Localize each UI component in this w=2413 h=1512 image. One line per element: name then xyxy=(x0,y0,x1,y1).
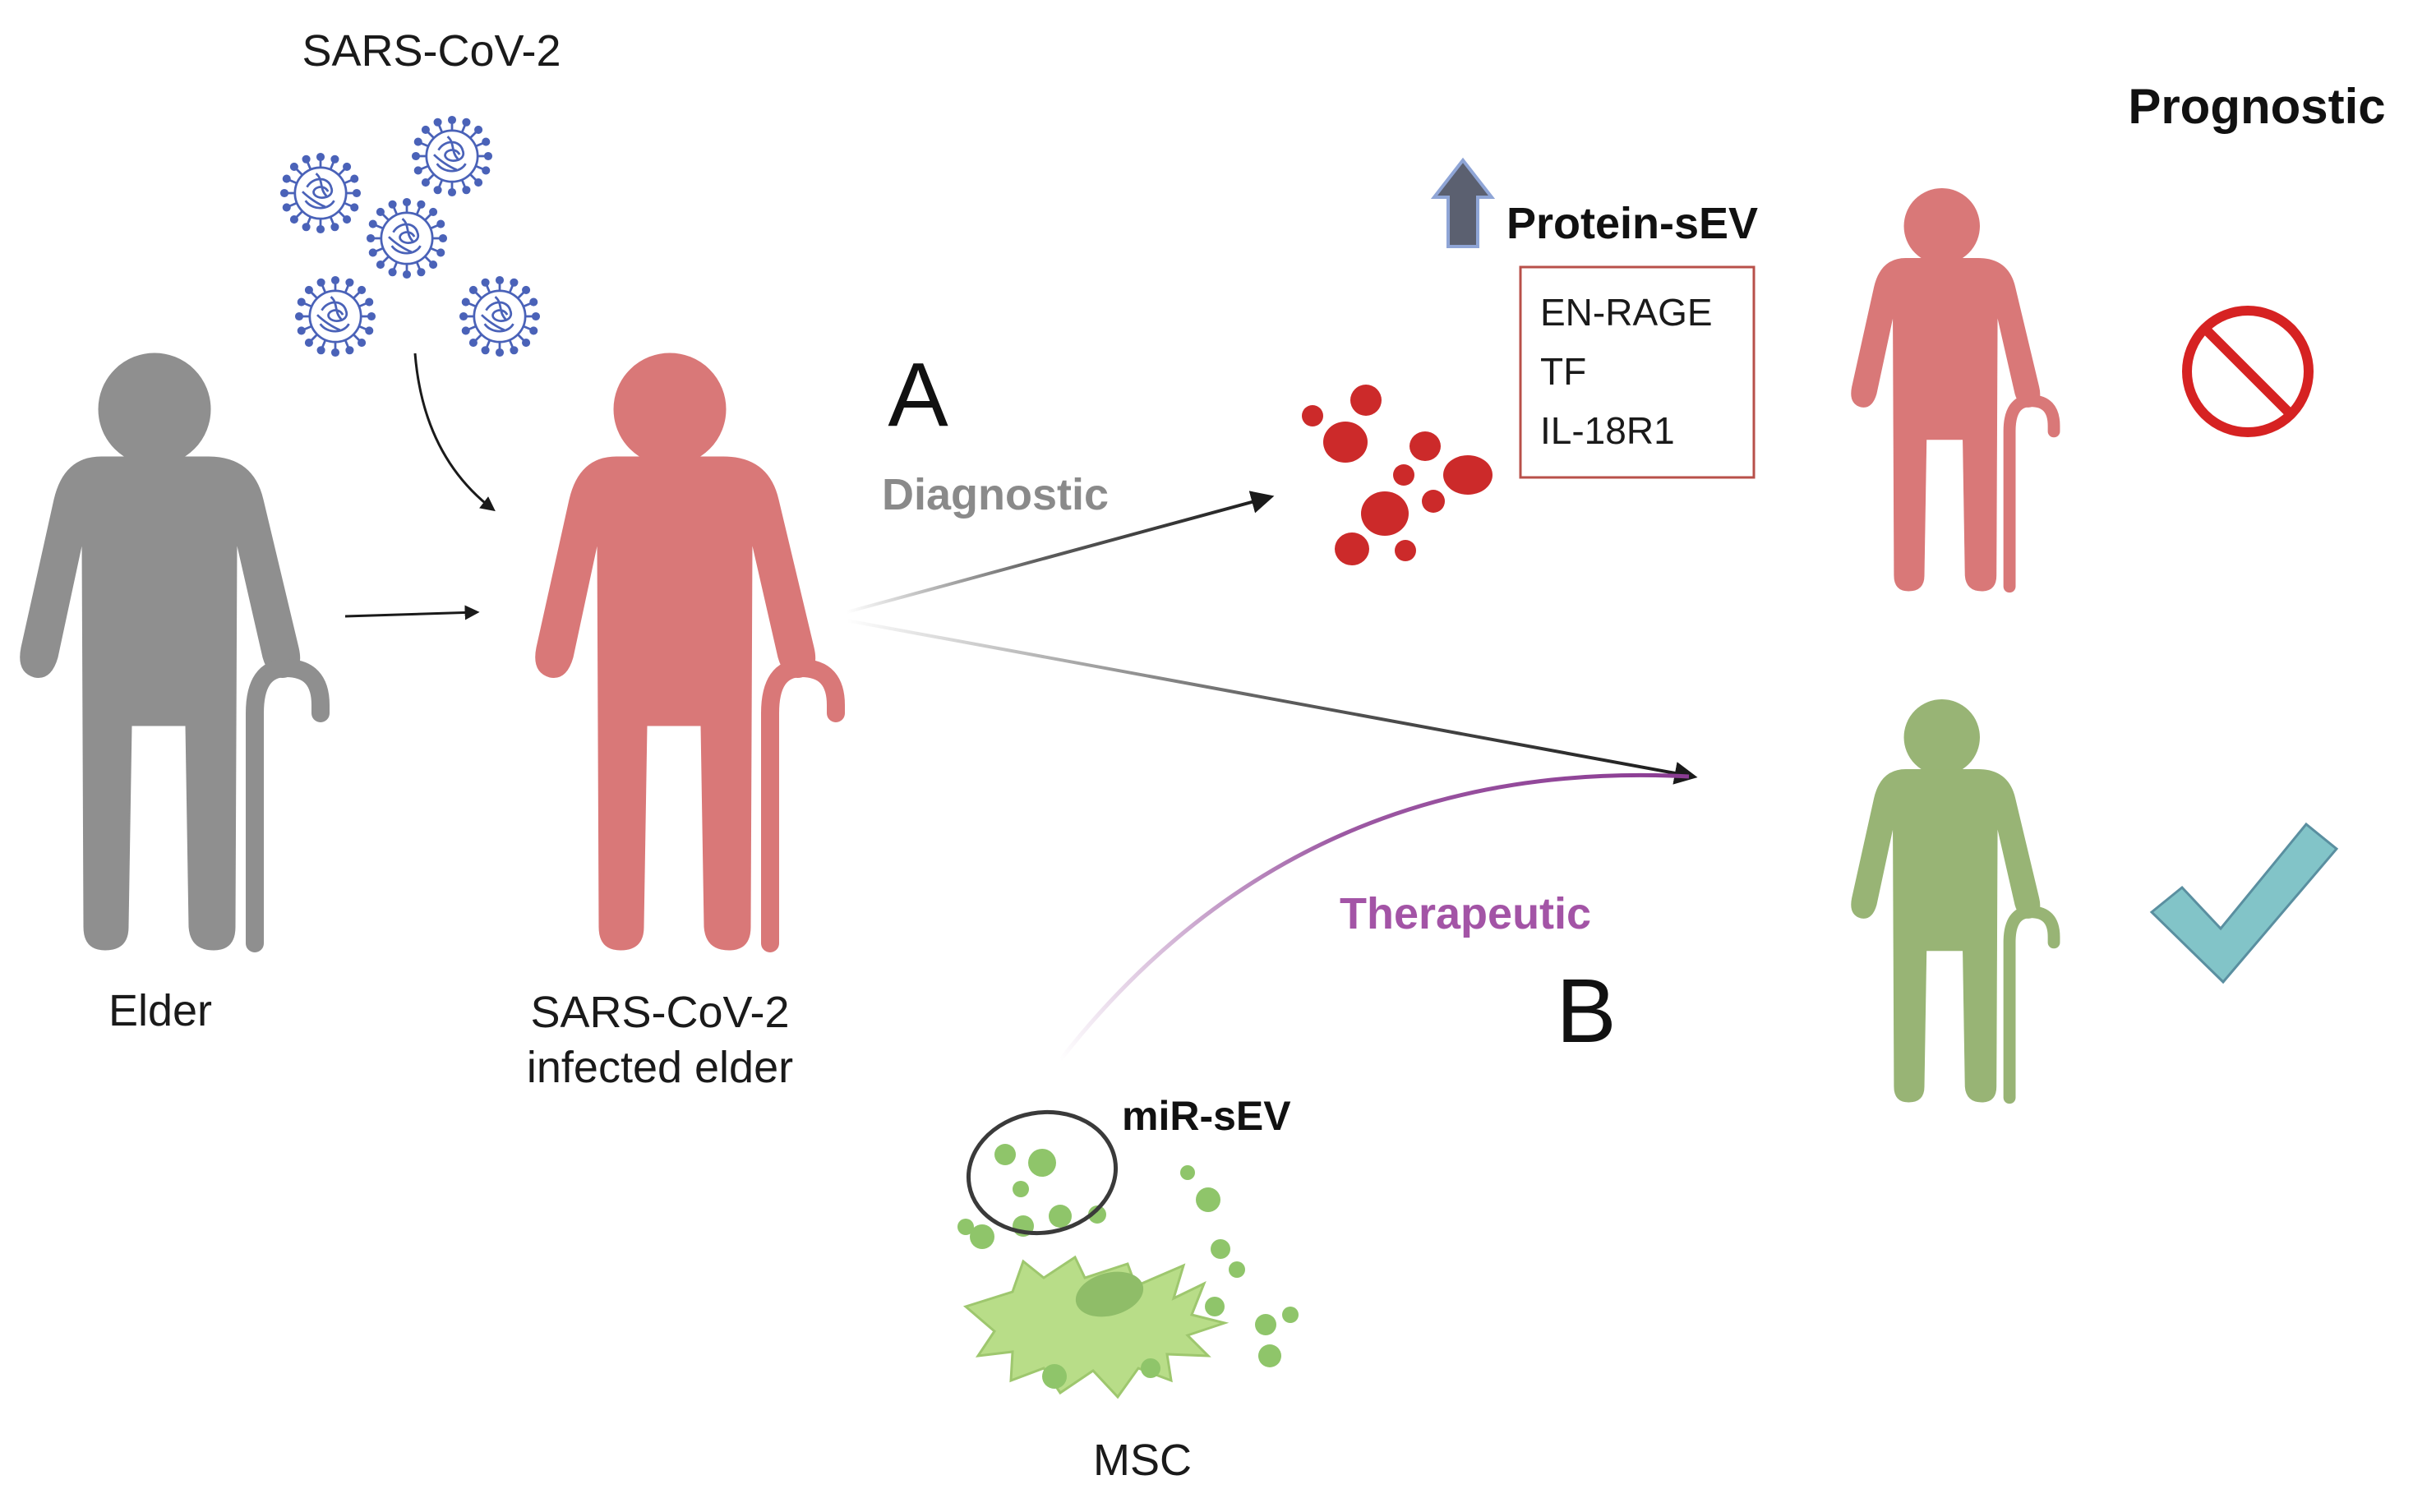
mir-sev-particle xyxy=(1205,1297,1225,1316)
mir-sev-particle xyxy=(1088,1205,1106,1224)
therapeutic-label: Therapeutic xyxy=(1340,889,1591,938)
mir-sev-particle xyxy=(1049,1205,1072,1228)
therapeutic-curve xyxy=(1059,772,1690,1062)
virus-icon xyxy=(279,152,362,234)
elder-to-infected-arrow xyxy=(344,605,480,620)
no-entry-icon xyxy=(2182,306,2314,437)
mir-sev-particle xyxy=(1211,1239,1230,1259)
marker-item: EN-RAGE xyxy=(1540,291,1713,334)
marker-item: IL-18R1 xyxy=(1540,409,1675,452)
virus-cluster xyxy=(279,115,541,357)
protein-sev-title: Protein-sEV xyxy=(1506,199,1758,248)
elder-label: Elder xyxy=(108,986,212,1035)
mir-sev-particle xyxy=(1013,1181,1029,1197)
sev-particle xyxy=(1361,491,1409,536)
infected-elder-label-line1: SARS-CoV-2 xyxy=(530,988,789,1037)
marker-item: TF xyxy=(1540,350,1586,393)
good-outcome-figure xyxy=(1852,699,2054,1102)
sev-particle xyxy=(1323,422,1368,463)
virus-icon xyxy=(294,275,376,357)
virus-icon xyxy=(366,197,448,279)
path-a-letter: A xyxy=(888,344,948,445)
mir-sev-particle xyxy=(1141,1358,1160,1378)
mir-sev-particle xyxy=(1028,1149,1056,1177)
virus-infection-arrow xyxy=(413,353,496,512)
mir-sev-particle xyxy=(1282,1307,1299,1323)
sev-particle xyxy=(1350,385,1382,416)
sev-particle xyxy=(1443,455,1493,495)
sev-particle xyxy=(1422,490,1445,513)
mir-sev-particle xyxy=(1196,1187,1220,1212)
infected-elder-label-line2: infected elder xyxy=(527,1043,793,1092)
mir-sev-particle xyxy=(957,1219,974,1235)
up-arrow-icon xyxy=(1430,157,1496,248)
mir-sev-particle xyxy=(970,1224,994,1249)
mir-sev-particle xyxy=(1180,1165,1195,1180)
elder-figure xyxy=(21,353,321,950)
marker-box xyxy=(1519,265,1756,479)
poor-outcome-figure xyxy=(1852,188,2054,591)
virus-icon xyxy=(459,275,541,357)
diagnostic-arrow xyxy=(846,491,1275,614)
infected-elder-figure xyxy=(536,353,836,950)
sev-particle xyxy=(1302,405,1323,426)
virus-icon xyxy=(411,115,493,197)
mir-sev-highlight-circle xyxy=(966,1109,1119,1236)
path-b-letter: B xyxy=(1556,961,1616,1062)
mir-sev-label: miR-sEV xyxy=(1122,1093,1291,1139)
mir-sev-particle xyxy=(1042,1364,1067,1389)
diagnostic-label: Diagnostic xyxy=(882,470,1109,519)
mir-sev-particle xyxy=(1258,1344,1281,1367)
check-icon xyxy=(2149,822,2339,984)
prognostic-title: Prognostic xyxy=(2128,79,2385,134)
treatment-outcome-arrow xyxy=(846,619,1698,785)
sev-particle xyxy=(1335,532,1369,565)
sev-particle xyxy=(1393,464,1414,486)
msc-label: MSC xyxy=(1093,1436,1192,1485)
msc-cell xyxy=(962,1255,1230,1399)
virus-label: SARS-CoV-2 xyxy=(302,26,561,76)
sev-particle xyxy=(1395,540,1416,561)
mir-sev-particles xyxy=(957,1144,1299,1389)
sev-particle xyxy=(1410,431,1441,461)
mir-sev-particle xyxy=(994,1144,1016,1165)
protein-sev-particles xyxy=(1302,385,1493,565)
mir-sev-particle xyxy=(1255,1314,1276,1335)
mir-sev-particle xyxy=(1229,1261,1245,1278)
